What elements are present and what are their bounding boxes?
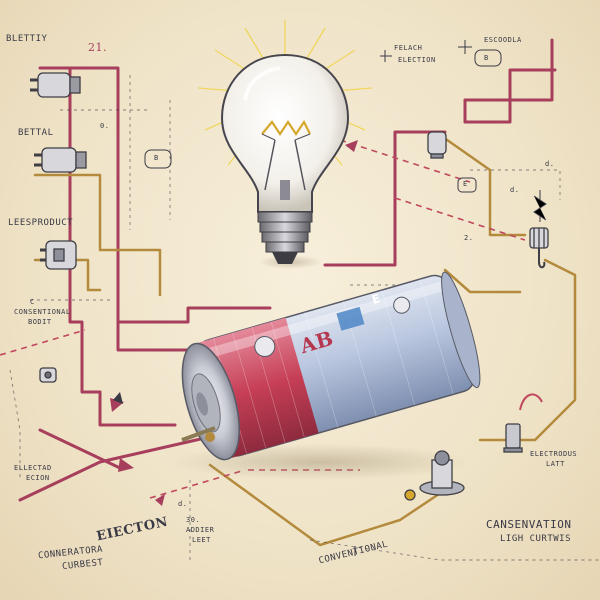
label-bodit: BODIT <box>28 318 52 326</box>
label-right-2: 2. <box>464 234 474 242</box>
label-election: ELECTION <box>398 56 436 64</box>
box-letter-b-top: B <box>484 54 489 62</box>
label-leesproduct: LEESPRODUCT <box>8 218 74 228</box>
red-wire-network <box>18 38 557 502</box>
right-components <box>404 131 549 501</box>
label-d-right-1: d. <box>545 160 555 168</box>
label-escoodla: ESCOODLA <box>484 36 522 44</box>
light-bulb <box>220 53 350 269</box>
label-bettal: BETTAL <box>18 128 54 138</box>
label-top-left: BLETTIY <box>6 34 48 44</box>
label-d-right-2: d. <box>510 186 520 194</box>
label-electrodus: ELECTRODUS <box>530 450 578 458</box>
label-conv-c: C <box>30 298 35 306</box>
label-ecion: ECION <box>26 474 50 482</box>
label-d-mid: d. <box>178 500 188 508</box>
label-top-number: 21. <box>88 41 107 54</box>
box-letter-e-right: E <box>463 180 468 188</box>
label-ellectad: ELLECTAD <box>14 464 52 472</box>
label-consentional: CONSENTIONAL <box>14 308 71 316</box>
arrow-markers <box>110 140 358 506</box>
battery <box>170 271 481 480</box>
label-boxes <box>144 49 502 193</box>
label-zero: 0. <box>100 122 110 130</box>
label-cansenvation: CANSENVATION <box>486 518 572 531</box>
label-latt: LATT <box>546 460 565 468</box>
label-addier: ADDIER <box>186 526 215 534</box>
plug-connectors <box>30 72 87 383</box>
label-leet: LEET <box>192 536 211 544</box>
gold-wire-network <box>33 133 577 547</box>
label-code-30: 30. <box>186 516 201 524</box>
dashed-ink-guides <box>9 75 600 561</box>
tick-marks <box>354 40 547 556</box>
label-ligh-curtwis: LIGH CURTWIS <box>500 534 572 544</box>
label-felach: FELACH <box>394 44 423 52</box>
box-letter-b-mid: B <box>154 154 159 162</box>
